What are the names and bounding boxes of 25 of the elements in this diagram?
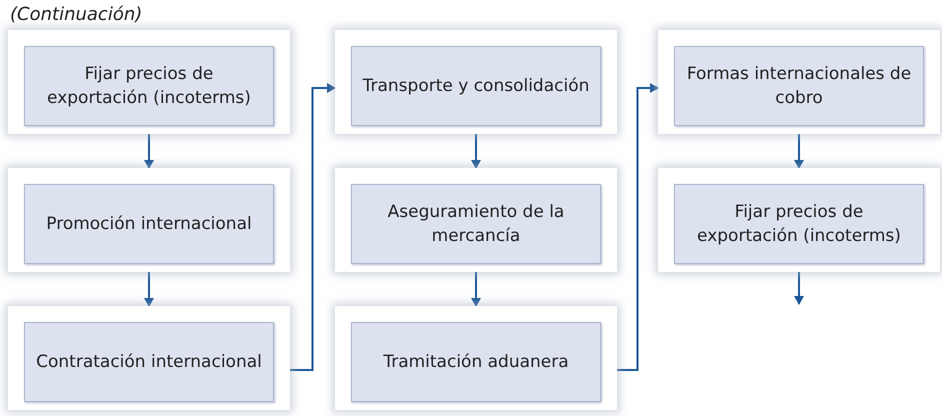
process-card xyxy=(658,168,940,272)
process-card xyxy=(8,168,290,272)
step-label: Promoción internacional xyxy=(45,213,253,236)
process-card xyxy=(335,306,617,410)
step-label: Tramitación aduanera xyxy=(382,351,570,374)
arrow xyxy=(290,83,336,371)
arrow xyxy=(794,272,804,305)
arrow xyxy=(471,134,481,169)
process-card xyxy=(335,168,617,272)
step-label: Formas internacionales de cobro xyxy=(686,63,912,110)
step-label: Fijar precios de exportación (incoterms) xyxy=(46,63,252,110)
arrow xyxy=(617,83,659,371)
step-label: Transporte y consolidación xyxy=(362,75,590,98)
arrow xyxy=(471,272,481,307)
step-label: Fijar precios de exportación (incoterms) xyxy=(696,201,902,248)
step-label: Aseguramiento de la mercancía xyxy=(386,201,566,248)
process-card xyxy=(335,30,617,134)
process-card xyxy=(8,30,290,134)
arrow xyxy=(144,134,154,169)
arrow xyxy=(794,134,804,169)
continuation-heading: (Continuación) xyxy=(10,4,142,25)
arrow xyxy=(144,272,154,307)
process-card xyxy=(658,30,940,134)
process-card xyxy=(8,306,290,410)
step-label: Contratación internacional xyxy=(35,351,263,374)
